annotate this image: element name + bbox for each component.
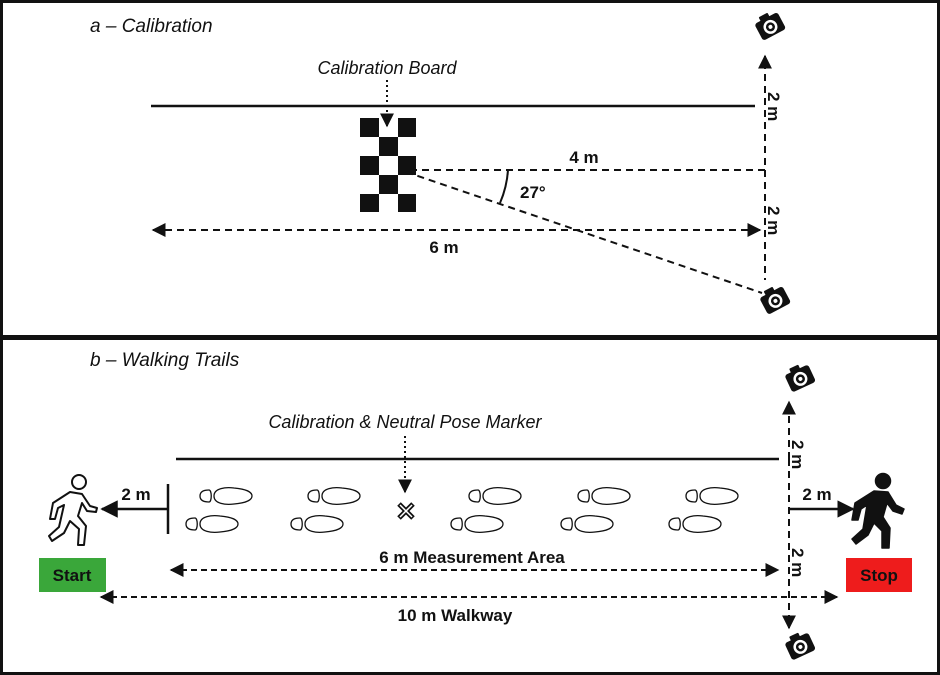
angle-arc	[499, 169, 509, 204]
footprint-icon	[290, 515, 344, 533]
camera-diagonal-line	[405, 171, 763, 294]
calibration-board-label: Calibration Board	[317, 58, 457, 78]
x-marker-icon	[397, 502, 415, 520]
footprint-icon	[450, 515, 504, 533]
marker-label: Calibration & Neutral Pose Marker	[268, 412, 542, 432]
stop-button[interactable]: Stop	[846, 558, 912, 592]
walker-solid-icon	[851, 472, 905, 549]
footprint-icon	[577, 487, 631, 505]
camera-bottom-offset-label: 2 m	[764, 206, 783, 235]
angle-label: 27°	[520, 183, 546, 202]
camera-top-offset-label: 2 m	[788, 440, 807, 469]
footprint-icon	[468, 487, 522, 505]
footprint-icon	[560, 515, 614, 533]
panel-b-title: b – Walking Trails	[90, 350, 240, 371]
camera-bottom-offset-label: 2 m	[788, 548, 807, 577]
walker-outline-icon	[48, 474, 98, 546]
panel-walking-trails: b – Walking Trails Calibration & Neutral…	[0, 337, 940, 675]
stop-offset-label: 2 m	[802, 485, 831, 504]
footprint-icon	[668, 515, 722, 533]
start-label: Start	[53, 566, 92, 585]
measurement-area-label: 6 m Measurement Area	[379, 548, 565, 567]
start-offset-label: 2 m	[121, 485, 150, 504]
camera-top-offset-label: 2 m	[764, 92, 783, 121]
footprint-icon	[199, 487, 253, 505]
distance-6m-label: 6 m	[429, 238, 458, 257]
stop-label: Stop	[860, 566, 898, 585]
panel-a-title: a – Calibration	[90, 16, 213, 37]
start-button[interactable]: Start	[39, 558, 106, 592]
footprint-icon	[307, 487, 361, 505]
distance-4m-label: 4 m	[569, 148, 598, 167]
panel-calibration: a – Calibration Calibration Board 4 m 27…	[0, 0, 940, 338]
footprint-icon	[685, 487, 739, 505]
walkway-label: 10 m Walkway	[398, 606, 513, 625]
footprint-icon	[185, 515, 239, 533]
